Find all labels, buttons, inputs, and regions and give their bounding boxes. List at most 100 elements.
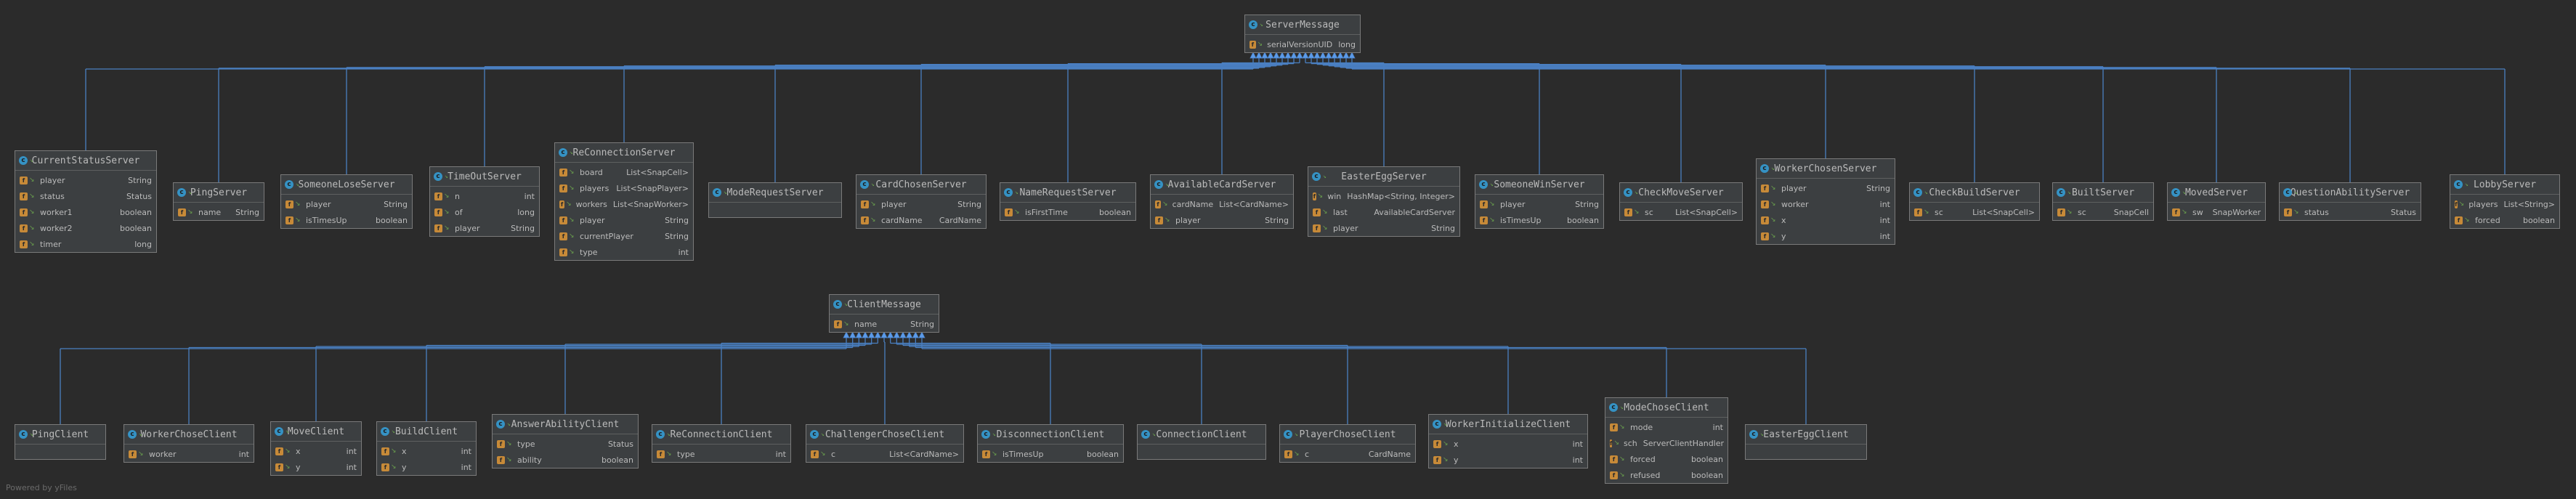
class-icon: c bbox=[381, 427, 389, 436]
access-modifier-icon: ↘ bbox=[1294, 450, 1300, 458]
field-type: String bbox=[957, 199, 981, 209]
class-name: CheckBuildServer bbox=[1929, 187, 2020, 198]
class-name: AvailableCardServer bbox=[1167, 179, 1276, 190]
field-icon: f bbox=[559, 184, 567, 192]
access-modifier-icon: ↘ bbox=[843, 320, 849, 328]
access-modifier-icon: ↘ bbox=[666, 450, 672, 458]
field-icon: f bbox=[559, 200, 565, 208]
field-icon: f bbox=[497, 439, 505, 448]
field-name: c bbox=[831, 449, 836, 459]
public-modifier-icon: ↘ bbox=[667, 431, 671, 437]
public-modifier-icon: ↘ bbox=[1924, 189, 1928, 195]
field-icon: f bbox=[1761, 200, 1769, 208]
field-icon: f bbox=[1761, 184, 1769, 192]
field-name: isTimesUp bbox=[1500, 215, 1542, 225]
class-icon: c bbox=[1760, 164, 1769, 173]
field-type: boolean bbox=[1099, 207, 1131, 217]
field-icon: f bbox=[1155, 216, 1163, 224]
field-name: serialVersionUID bbox=[1267, 39, 1333, 49]
access-modifier-icon: ↘ bbox=[285, 447, 291, 455]
access-modifier-icon: ↘ bbox=[138, 450, 144, 458]
field-icon: f bbox=[178, 208, 186, 216]
access-modifier-icon: ↘ bbox=[1257, 41, 1263, 48]
field-icon: f bbox=[559, 232, 567, 240]
field-name: workers bbox=[575, 199, 607, 209]
field-icon: f bbox=[1624, 208, 1632, 216]
field-icon: f bbox=[1313, 192, 1316, 200]
field-name: player bbox=[580, 215, 605, 225]
class-box-eastereggclient[interactable]: c↘EasterEggClient bbox=[1745, 424, 1867, 460]
field-type: boolean bbox=[1087, 449, 1119, 459]
field-name: n bbox=[455, 191, 460, 201]
class-icon: c bbox=[496, 420, 505, 429]
class-icon: c bbox=[1433, 420, 1441, 429]
access-modifier-icon: ↘ bbox=[187, 208, 193, 216]
field-icon: f bbox=[275, 447, 283, 455]
field-icon: f bbox=[381, 463, 389, 471]
field-type: int bbox=[524, 191, 535, 201]
public-modifier-icon: ↘ bbox=[30, 431, 33, 437]
field-name: player bbox=[306, 199, 331, 209]
class-header: c↘ClientMessage bbox=[830, 295, 939, 315]
inheritance-arrowhead bbox=[893, 331, 900, 338]
access-modifier-icon: ↘ bbox=[992, 450, 997, 458]
field-type: int bbox=[1572, 455, 1583, 465]
class-name: SomeoneWinServer bbox=[1494, 179, 1585, 190]
field-icon: f bbox=[1433, 439, 1441, 448]
class-icon: c bbox=[19, 156, 28, 165]
class-box-pingclient[interactable]: c↘PingClient bbox=[15, 424, 106, 460]
class-box-connectionclient[interactable]: c↘ConnectionClient bbox=[1137, 424, 1266, 460]
field-name: isTimesUp bbox=[1003, 449, 1044, 459]
class-header: c↘ReConnectionServer bbox=[555, 143, 693, 163]
class-icon: c bbox=[1004, 188, 1013, 197]
class-icon: c bbox=[285, 180, 293, 189]
field-name: currentPlayer bbox=[580, 231, 633, 241]
field-name: mode bbox=[1630, 422, 1653, 432]
class-box-moderequestserver[interactable]: c↘ModeRequestServer bbox=[708, 182, 842, 218]
public-modifier-icon: ↘ bbox=[821, 431, 825, 437]
field-icon: f bbox=[2455, 200, 2458, 208]
empty-fields bbox=[1138, 445, 1265, 459]
field-icon: f bbox=[1610, 439, 1613, 447]
field-type: List<SnapCell> bbox=[1972, 207, 2035, 217]
